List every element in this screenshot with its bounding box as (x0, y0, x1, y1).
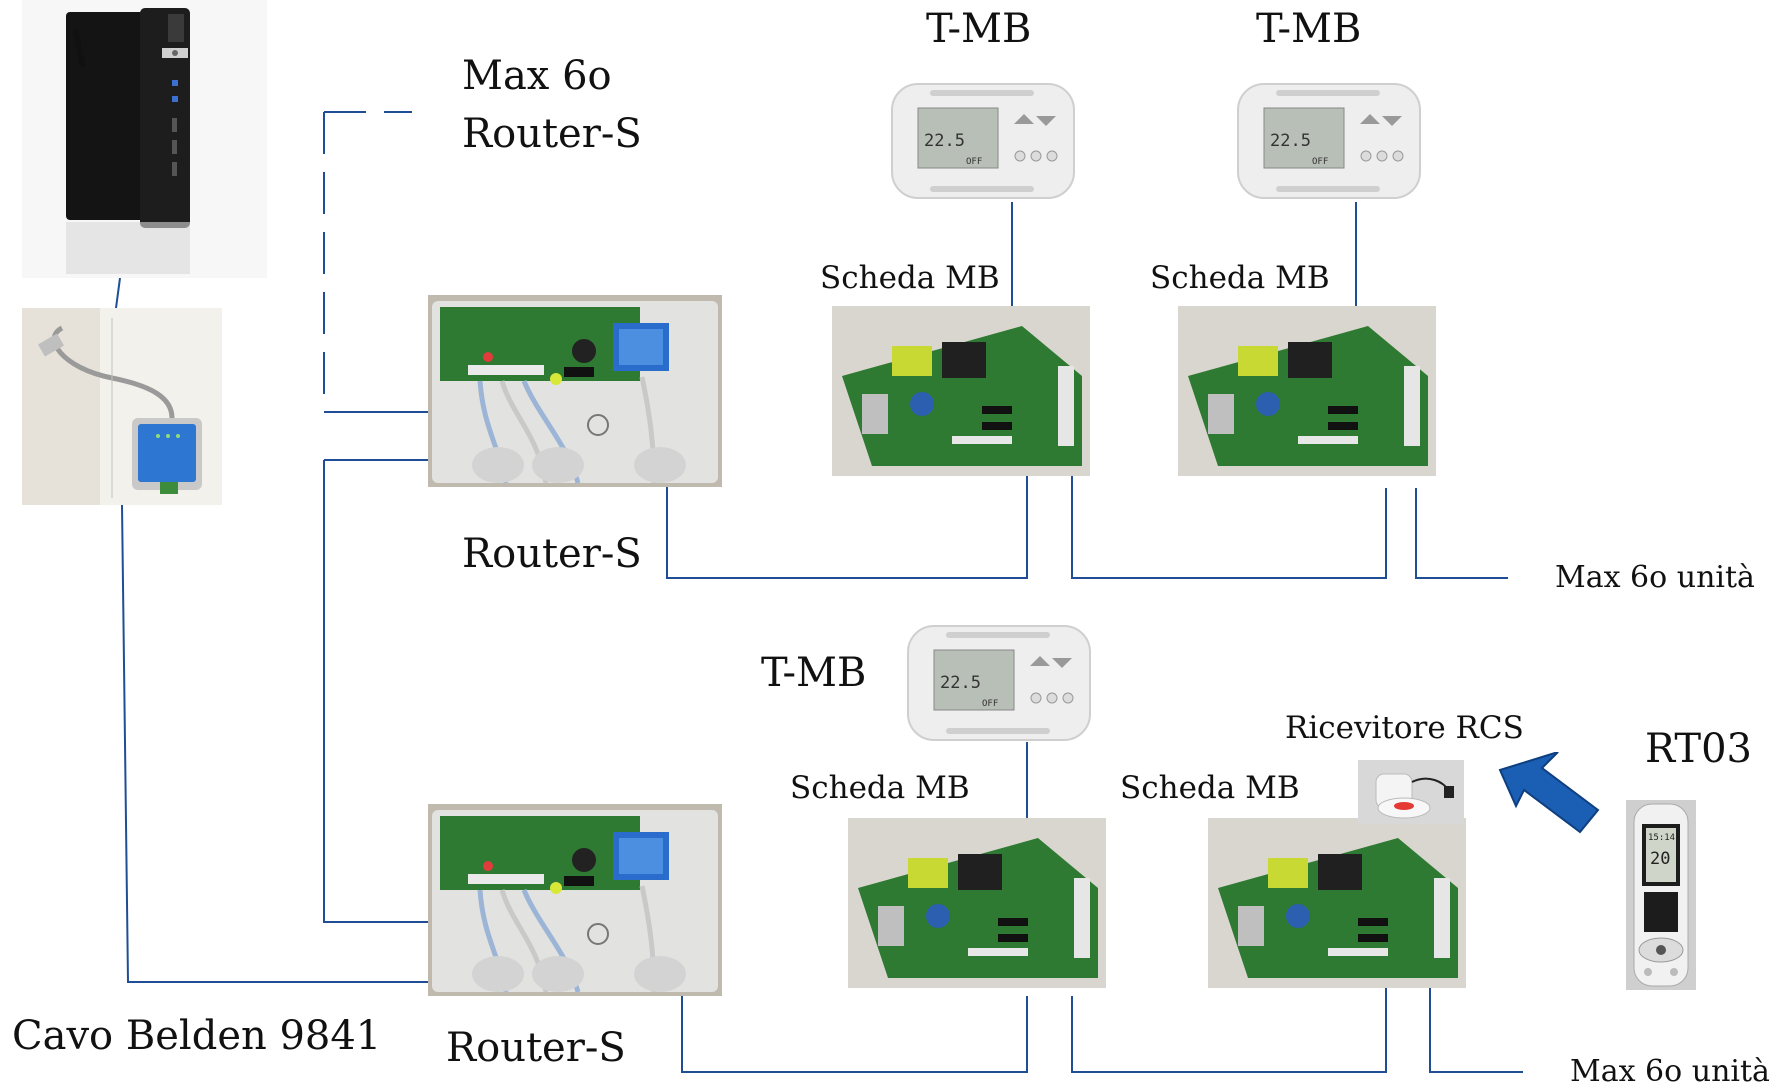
router-s-label-2: Router-S (446, 1025, 626, 1071)
wire-r2-scheda3 (681, 996, 1028, 1073)
router-board-icon (428, 804, 722, 996)
max60-label: Max 6o (462, 53, 612, 99)
receiver-drawing (1358, 760, 1464, 824)
wire-pc-converter (115, 277, 121, 309)
pcb-board-drawing (848, 818, 1106, 988)
cavo-belden-label: Cavo Belden 9841 (12, 1013, 382, 1059)
scheda-label-4: Scheda MB (1120, 770, 1300, 806)
pcb-board-icon (1178, 306, 1436, 476)
thermostat-temp: 22.5 (1270, 131, 1311, 151)
pcb-board-icon (1208, 818, 1466, 988)
arrow-icon (1498, 752, 1600, 834)
thermostat-icon: 22.5 OFF (890, 78, 1078, 202)
tmb-label-1: T-MB (926, 6, 1032, 52)
scheda-label-3: Scheda MB (790, 770, 970, 806)
mini-pc-drawing (22, 0, 267, 278)
usb-converter-icon (22, 308, 222, 505)
thermostat-status: OFF (982, 699, 998, 709)
remote-temp: 20 (1650, 849, 1670, 869)
wire-s1-s2 (1071, 474, 1387, 579)
wire-r1-scheda1 (666, 474, 1028, 579)
tmb-label-3: T-MB (761, 650, 867, 696)
thermostat-drawing: 22.5 OFF (907, 625, 1091, 741)
thermostat-temp: 22.5 (940, 673, 981, 693)
receiver-icon (1358, 760, 1464, 824)
remote-control-drawing: 15:14 20 (1626, 800, 1696, 990)
router-s-top-label: Router-S (462, 111, 642, 157)
wire-s3-s4 (1071, 984, 1387, 1073)
usb-converter-drawing (22, 308, 222, 505)
remote-control-icon: 15:14 20 (1626, 800, 1696, 990)
pcb-board-icon (832, 306, 1090, 476)
remote-time: 15:14 (1648, 833, 1675, 843)
wire-belden (121, 504, 428, 983)
pcb-board-drawing (832, 306, 1090, 476)
mini-pc-icon (22, 0, 267, 278)
scheda-label-2: Scheda MB (1150, 260, 1330, 296)
router-board-icon (428, 295, 722, 487)
thermostat-temp: 22.5 (924, 131, 965, 151)
pcb-board-drawing (1178, 306, 1436, 476)
thermostat-status: OFF (966, 157, 982, 167)
wire-s2-max60 (1415, 488, 1508, 579)
max60-unita-label-1: Max 6o unità (1555, 560, 1755, 595)
ricevitore-label: Ricevitore RCS (1285, 710, 1524, 746)
pcb-board-drawing (1208, 818, 1466, 988)
thermostat-drawing: 22.5 OFF (1237, 83, 1421, 199)
max60-unita-label-2: Max 6o unità (1570, 1054, 1770, 1089)
rt03-label: RT03 (1645, 726, 1752, 772)
pcb-board-icon (848, 818, 1106, 988)
router-board-drawing (428, 804, 722, 996)
scheda-label-1: Scheda MB (820, 260, 1000, 296)
thermostat-status: OFF (1312, 157, 1328, 167)
tmb-label-2: T-MB (1256, 6, 1362, 52)
thermostat-drawing: 22.5 OFF (891, 83, 1075, 199)
thermostat-icon: 22.5 OFF (1236, 78, 1424, 202)
wire-router-bus (323, 459, 428, 923)
router-s-label-1: Router-S (462, 531, 642, 577)
thermostat-icon: 22.5 OFF (906, 620, 1094, 744)
router-board-drawing (428, 295, 722, 487)
wire-s4-max60 (1429, 984, 1523, 1073)
